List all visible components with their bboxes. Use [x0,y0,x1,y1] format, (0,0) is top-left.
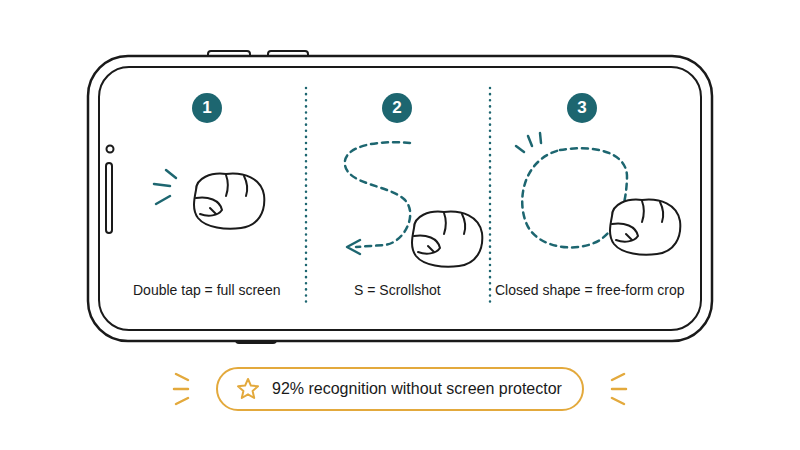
gesture-caption: Closed shape = free-form crop [495,282,684,298]
gesture-caption: Double tap = full screen [133,282,280,298]
step-number-circle: 1 [192,93,222,123]
callout-number: 2 [392,98,401,118]
step-number-circle: 2 [382,93,412,123]
step-number-circle: 3 [567,93,597,123]
star-icon [236,377,260,401]
stat-badge: 92% recognition without screen protector [216,367,584,411]
callout-number: 1 [202,98,211,118]
gesture-caption: S = Scrollshot [354,282,441,298]
callout-number: 3 [577,98,586,118]
badge-text: 92% recognition without screen protector [272,380,562,398]
